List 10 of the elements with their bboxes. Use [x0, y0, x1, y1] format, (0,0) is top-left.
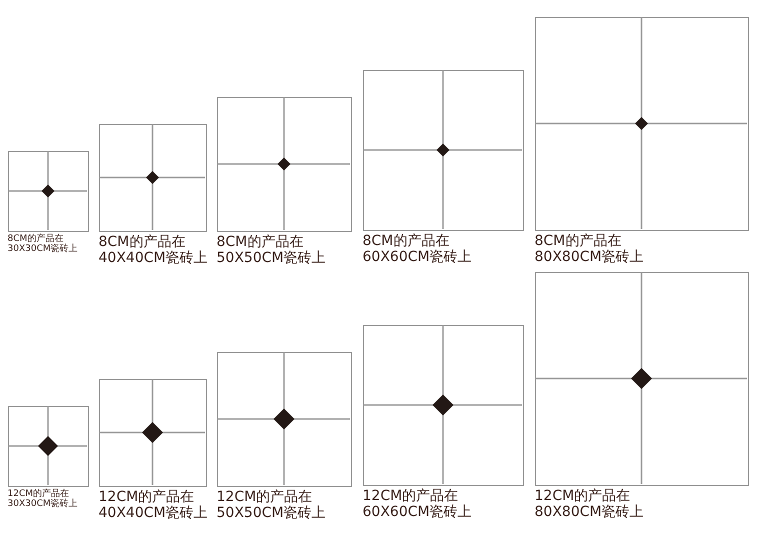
tile-caption: 8CM的产品在40X40CM瓷砖上: [98, 234, 209, 266]
tile-caption: 12CM的产品在60X60CM瓷砖上: [362, 488, 473, 520]
tile-caption: 8CM的产品在60X60CM瓷砖上: [362, 233, 473, 266]
tile-caption: 12CM的产品在50X50CM瓷砖上: [216, 489, 327, 522]
tile-caption: 12CM的产品在40X40CM瓷砖上: [98, 489, 209, 522]
tile-caption: 12CM的产品在30X30CM瓷砖上: [8, 489, 79, 510]
tile-caption: 8CM的产品在50X50CM瓷砖上: [216, 234, 327, 266]
tile-caption: 12CM的产品在80X80CM瓷砖上: [534, 488, 645, 520]
tile-caption: 8CM的产品在80X80CM瓷砖上: [534, 233, 645, 266]
tile-caption: 8CM的产品在30X30CM瓷砖上: [8, 234, 79, 255]
